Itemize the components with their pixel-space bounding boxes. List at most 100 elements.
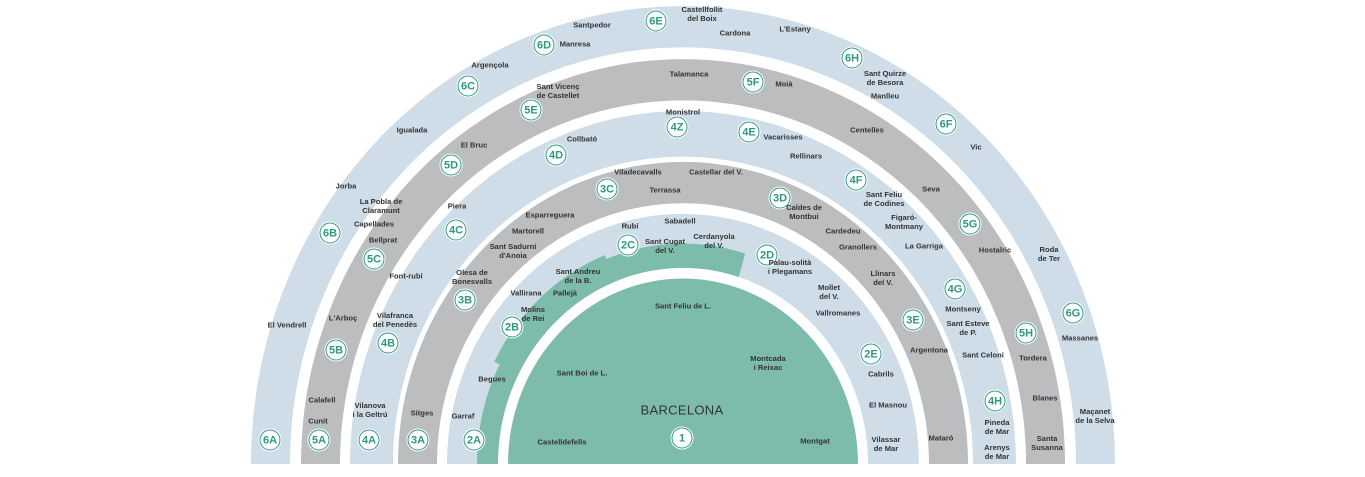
zone-badge-5h[interactable]: 5H <box>1015 322 1037 344</box>
zone-badge-6c[interactable]: 6C <box>457 75 479 97</box>
zone-badge-3c[interactable]: 3C <box>596 178 618 200</box>
town-label: Collbató <box>566 134 598 144</box>
town-label: Bellprat <box>368 235 398 245</box>
zone-3e[interactable] <box>880 284 968 464</box>
zone-badge-6b[interactable]: 6B <box>319 222 341 244</box>
zone-badge-4h[interactable]: 4H <box>984 390 1006 412</box>
town-label: Santa Susanna <box>1031 434 1063 452</box>
town-label: Martorell <box>511 226 545 236</box>
town-label: Vilafranca del Penedès <box>372 311 418 329</box>
town-label: Begues <box>478 374 506 384</box>
town-label: Castellar del V. <box>689 167 743 177</box>
zone-badge-1[interactable]: 1 <box>671 427 693 449</box>
town-label: Igualada <box>396 125 428 135</box>
zone-5e[interactable] <box>487 59 734 152</box>
town-label: Vallirana <box>510 288 542 298</box>
town-label: Roda de Ter <box>1037 245 1061 263</box>
zone-badge-2e[interactable]: 2E <box>860 343 882 365</box>
town-label: Vilanova i la Geltrú <box>352 401 388 419</box>
town-label: Molins de Rei <box>520 305 546 323</box>
town-label: Mollet del V. <box>818 283 840 301</box>
zone-badge-3a[interactable]: 3A <box>407 429 429 451</box>
town-label: Moià <box>775 79 793 89</box>
town-label: Calafell <box>308 395 336 405</box>
zone-badge-2c[interactable]: 2C <box>617 234 639 256</box>
zone-badge-6h[interactable]: 6H <box>841 47 863 69</box>
zone-4g[interactable] <box>911 247 1004 382</box>
town-label: Pineda de Mar <box>984 418 1010 436</box>
zone-badge-3d[interactable]: 3D <box>769 187 791 209</box>
town-label: Maçanet de la Selva <box>1075 407 1115 425</box>
zone-5c[interactable] <box>343 183 436 299</box>
town-label: Cardona <box>719 28 751 38</box>
town-label: Castelldefells <box>537 437 587 447</box>
town-label: Sant Quirze de Besora <box>863 69 907 87</box>
zone-badge-5d[interactable]: 5D <box>440 154 462 176</box>
zone-badge-4d[interactable]: 4D <box>545 144 567 166</box>
zone-6g[interactable] <box>1032 254 1115 464</box>
zone-badge-6d[interactable]: 6D <box>533 34 555 56</box>
zone-5h[interactable] <box>992 289 1065 464</box>
zone-4h[interactable] <box>959 358 1016 464</box>
town-label: Rellinars <box>789 151 823 161</box>
zone-badge-4b[interactable]: 4B <box>377 332 399 354</box>
zone-badge-6a[interactable]: 6A <box>259 429 281 451</box>
zone-6c[interactable] <box>431 40 535 126</box>
zone-6e[interactable] <box>625 6 836 75</box>
zone-5g[interactable] <box>930 183 1033 317</box>
town-label: Hostalric <box>978 245 1012 255</box>
zone-badge-4c[interactable]: 4C <box>445 219 467 241</box>
zone-badge-4g[interactable]: 4G <box>944 278 966 300</box>
zone-4c[interactable] <box>414 171 521 284</box>
zone-badge-4z[interactable]: 4Z <box>666 116 688 138</box>
zone-badge-2d[interactable]: 2D <box>756 244 778 266</box>
zone-badge-2a[interactable]: 2A <box>463 429 485 451</box>
zone-badge-6e[interactable]: 6E <box>645 10 667 32</box>
zone-6d[interactable] <box>509 8 641 83</box>
zone-badge-4a[interactable]: 4A <box>358 429 380 451</box>
zone-5f[interactable] <box>718 61 966 220</box>
town-label: Viladecavalls <box>614 167 662 177</box>
zone-5b[interactable] <box>309 269 383 388</box>
zone-badge-5f[interactable]: 5F <box>742 71 764 93</box>
town-label: Mataró <box>928 433 954 443</box>
zone-3a[interactable] <box>398 308 473 464</box>
zone-3c[interactable] <box>573 161 764 224</box>
zone-badge-2b[interactable]: 2B <box>501 316 523 338</box>
zone-badge-3e[interactable]: 3E <box>902 309 924 331</box>
town-label: Capellades <box>353 219 395 229</box>
zone-badge-5e[interactable]: 5E <box>520 99 542 121</box>
town-label: Piera <box>447 201 467 211</box>
town-label: L'Arboç <box>328 313 358 323</box>
town-label: Castellfollit del Boix <box>681 5 723 23</box>
zone-2a-urban-band[interactable] <box>477 355 523 464</box>
zone-badge-4e[interactable]: 4E <box>738 121 760 143</box>
town-label: Sant Feliu de L. <box>654 301 712 311</box>
zone-badge-5g[interactable]: 5G <box>959 213 981 235</box>
zone-badge-6g[interactable]: 6G <box>1062 302 1084 324</box>
town-label: Santpedor <box>573 20 611 30</box>
zone-4d[interactable] <box>487 112 661 216</box>
zone-badge-6f[interactable]: 6F <box>935 113 957 135</box>
zone-badge-5c[interactable]: 5C <box>363 248 385 270</box>
zone-1[interactable] <box>508 278 858 464</box>
town-label: Montgat <box>800 436 830 446</box>
town-label: Font-rubí <box>389 271 423 281</box>
zone-2b-urban-band[interactable] <box>494 255 616 376</box>
town-label: El Vendrell <box>267 320 307 330</box>
zone-badge-5a[interactable]: 5A <box>308 429 330 451</box>
zone-badge-4f[interactable]: 4F <box>845 169 867 191</box>
zone-badge-3b[interactable]: 3B <box>454 289 476 311</box>
town-label: Pallejà <box>552 288 578 298</box>
zone-2e[interactable] <box>829 312 919 464</box>
zone-badge-5b[interactable]: 5B <box>325 339 347 361</box>
town-label: Sant Sadurní d'Anoia <box>489 242 537 260</box>
town-label: El Masnou <box>869 400 907 410</box>
town-label: Sitges <box>410 408 434 418</box>
zone-3d[interactable] <box>743 171 918 317</box>
town-label: Sant Boi de L. <box>556 368 608 378</box>
town-label: Sant Vicenç de Castellet <box>536 82 580 100</box>
zone-6a[interactable] <box>251 251 336 464</box>
zone-2c-urban-band[interactable] <box>597 243 746 286</box>
